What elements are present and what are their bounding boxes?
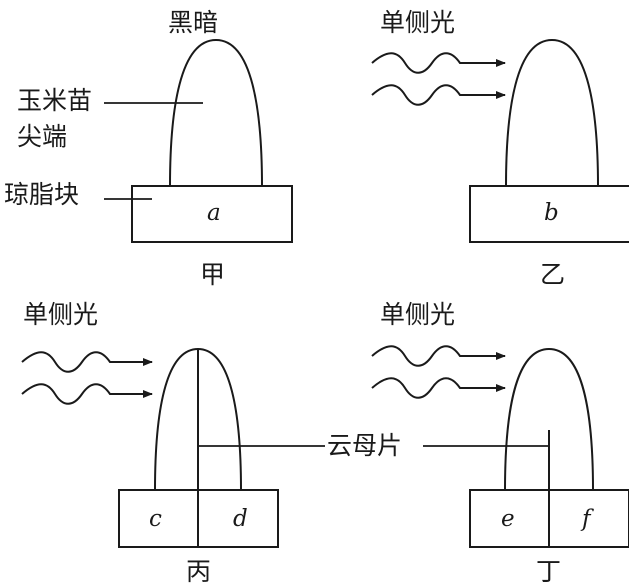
callout-corn-tip-line2: 尖端 [17,122,67,151]
condition-label-light-yi: 单侧光 [380,8,455,37]
corn-tip-yi [505,38,599,187]
callout-corn-tip: 玉米苗 尖端 [17,86,203,151]
block-label-b: b [544,200,559,226]
light-wave-ding-2 [371,377,506,399]
block-label-a: a [207,200,221,226]
light-wave-bing-2 [21,383,153,405]
light-wave-bing-1 [21,351,153,373]
condition-label-light-ding: 单侧光 [380,300,455,329]
callout-corn-tip-line1: 玉米苗 [17,86,92,115]
panel-caption-bing: 丙 [186,557,211,586]
condition-label-light-bing: 单侧光 [23,300,98,329]
agar-block-b [469,185,629,243]
agar-block-a [131,185,293,243]
panel-jia: 黑暗 a 甲 [131,8,293,289]
corn-tip-jia [169,38,263,187]
block-label-e: e [501,506,515,532]
block-label-c: c [149,506,162,532]
panel-caption-ding: 丁 [536,557,561,586]
panel-yi: 单侧光 b 乙 [371,8,629,289]
panel-ding: 单侧光 e f 丁 [371,300,629,586]
callout-agar: 琼脂块 [4,180,152,209]
block-label-d: d [233,506,248,532]
corn-tip-ding [504,347,594,491]
light-wave-yi-2 [371,84,506,106]
panel-caption-yi: 乙 [540,260,565,289]
panel-caption-jia: 甲 [200,260,225,289]
callout-mica-label: 云母片 [327,431,402,460]
block-label-f: f [580,506,594,532]
condition-label-dark: 黑暗 [168,8,218,37]
callout-mica: 云母片 [198,431,549,460]
light-wave-ding-1 [371,345,506,367]
callout-agar-label: 琼脂块 [4,180,79,209]
light-wave-yi-1 [371,52,506,74]
panel-bing: 单侧光 c d 丙 [21,300,279,586]
